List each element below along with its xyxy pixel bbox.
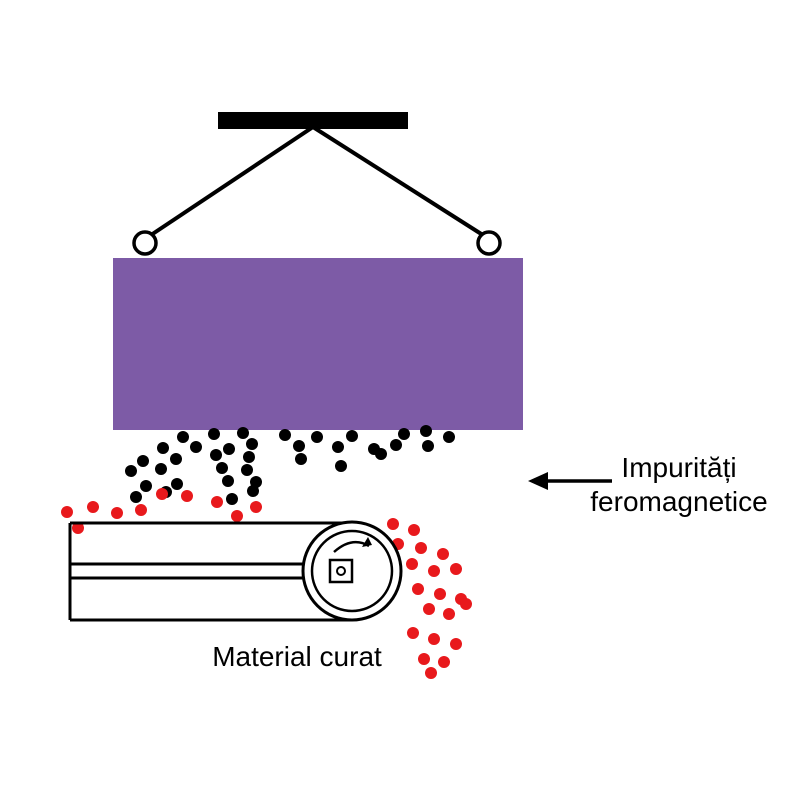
clean-material-dot: [408, 524, 420, 536]
impurity-dot: [210, 449, 222, 461]
impurity-dot: [390, 439, 402, 451]
clean-material-dot: [425, 667, 437, 679]
clean-material-dot: [434, 588, 446, 600]
clean-material-dot: [428, 633, 440, 645]
impurity-dot: [237, 427, 249, 439]
impurity-dot: [130, 491, 142, 503]
clean-material-dot: [460, 598, 472, 610]
clean-material-dot: [415, 542, 427, 554]
impurity-dot: [155, 463, 167, 475]
clean-material-dot: [211, 496, 223, 508]
clean-material-dot: [231, 510, 243, 522]
clean-material-dot: [72, 522, 84, 534]
impurity-dot: [295, 453, 307, 465]
clean-material-dot: [450, 563, 462, 575]
impurity-dot: [157, 442, 169, 454]
impurity-dot: [243, 451, 255, 463]
impurity-dot: [140, 480, 152, 492]
hanger-line-left: [146, 125, 315, 239]
impurity-dot: [246, 438, 258, 450]
clean-material-dot: [438, 656, 450, 668]
impurity-dot: [137, 455, 149, 467]
impurity-dot: [171, 478, 183, 490]
impurity-dot: [335, 460, 347, 472]
clean-material-dot: [443, 608, 455, 620]
impurity-dot: [279, 429, 291, 441]
impurity-dot: [247, 485, 259, 497]
clean-material-dot: [111, 507, 123, 519]
impurity-dot: [422, 440, 434, 452]
impurity-dot: [208, 428, 220, 440]
impurity-dot: [177, 431, 189, 443]
impurities-arrow-icon: [528, 472, 612, 490]
clean-material-dot: [87, 501, 99, 513]
clean-material-label: Material curat: [212, 641, 382, 672]
hook-ring-right-icon: [476, 230, 502, 256]
impurity-dot: [170, 453, 182, 465]
impurity-dot: [332, 441, 344, 453]
clean-material-dot: [250, 501, 262, 513]
impurities-label-line1: Impurități: [621, 452, 736, 483]
clean-material-dot: [423, 603, 435, 615]
impurity-dot: [420, 425, 432, 437]
impurity-dot: [222, 475, 234, 487]
clean-material-dot: [450, 638, 462, 650]
hook-ring-left-icon: [132, 230, 158, 256]
impurity-dot: [216, 462, 228, 474]
impurity-dot: [443, 431, 455, 443]
impurity-dot: [125, 465, 137, 477]
clean-material-dot: [437, 548, 449, 560]
clean-material-dot: [61, 506, 73, 518]
clean-material-dots-left-group: [61, 488, 262, 534]
impurity-dot: [375, 448, 387, 460]
impurity-dot: [293, 440, 305, 452]
impurity-dot: [241, 464, 253, 476]
impurity-dot: [226, 493, 238, 505]
clean-material-dot: [418, 653, 430, 665]
clean-material-dot: [135, 504, 147, 516]
impurity-dot: [223, 443, 235, 455]
impurity-dot: [190, 441, 202, 453]
impurity-dots-group: [125, 425, 455, 505]
impurity-dot: [346, 430, 358, 442]
hanger-line-right: [311, 125, 488, 239]
clean-material-dot: [428, 565, 440, 577]
magnet-block: [113, 258, 523, 430]
impurity-dot: [398, 428, 410, 440]
support-bar: [218, 112, 408, 129]
clean-material-dot: [387, 518, 399, 530]
impurity-dot: [311, 431, 323, 443]
impurities-label-line2: feromagnetice: [590, 486, 767, 517]
clean-material-dot: [156, 488, 168, 500]
conveyor-belt: [68, 520, 403, 622]
rotation-arrow-icon: [333, 537, 372, 553]
clean-material-dot: [412, 583, 424, 595]
axle-pin-icon: [336, 566, 346, 576]
clean-material-dots-falling-group: [387, 518, 472, 679]
clean-material-dot: [181, 490, 193, 502]
clean-material-dot: [406, 558, 418, 570]
clean-material-dot: [407, 627, 419, 639]
